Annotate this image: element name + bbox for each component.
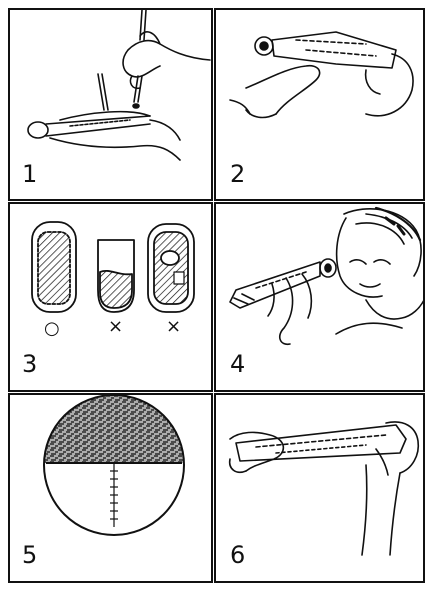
- step-5-number: 5: [22, 541, 38, 569]
- step-2-illustration: [229, 31, 414, 119]
- step-2-panel: 2: [214, 8, 425, 201]
- scope-view: [44, 395, 184, 463]
- step-1-panel: 1: [8, 8, 213, 201]
- wrong-mark-2: ×: [166, 316, 182, 337]
- step-5-illustration: [43, 395, 185, 536]
- step-2-number: 2: [230, 160, 246, 188]
- step-6-illustration: [228, 421, 420, 556]
- step-4-illustration: [229, 206, 423, 346]
- step-3-illustration: [31, 221, 195, 313]
- step-4-number: 4: [230, 350, 246, 378]
- step-5-panel: 5: [8, 393, 213, 583]
- step-3-panel: ○ × × 3: [8, 202, 213, 392]
- step-6-panel: 6: [214, 393, 425, 583]
- step-6-number: 6: [230, 541, 246, 569]
- wrong-mark-1: ×: [108, 316, 124, 337]
- step-1-illustration: [27, 10, 211, 161]
- step-4-panel: 4: [214, 202, 425, 392]
- correct-mark: ○: [44, 318, 60, 339]
- step-3-number: 3: [22, 350, 38, 378]
- step-1-number: 1: [22, 160, 38, 188]
- scale-line: [110, 463, 118, 527]
